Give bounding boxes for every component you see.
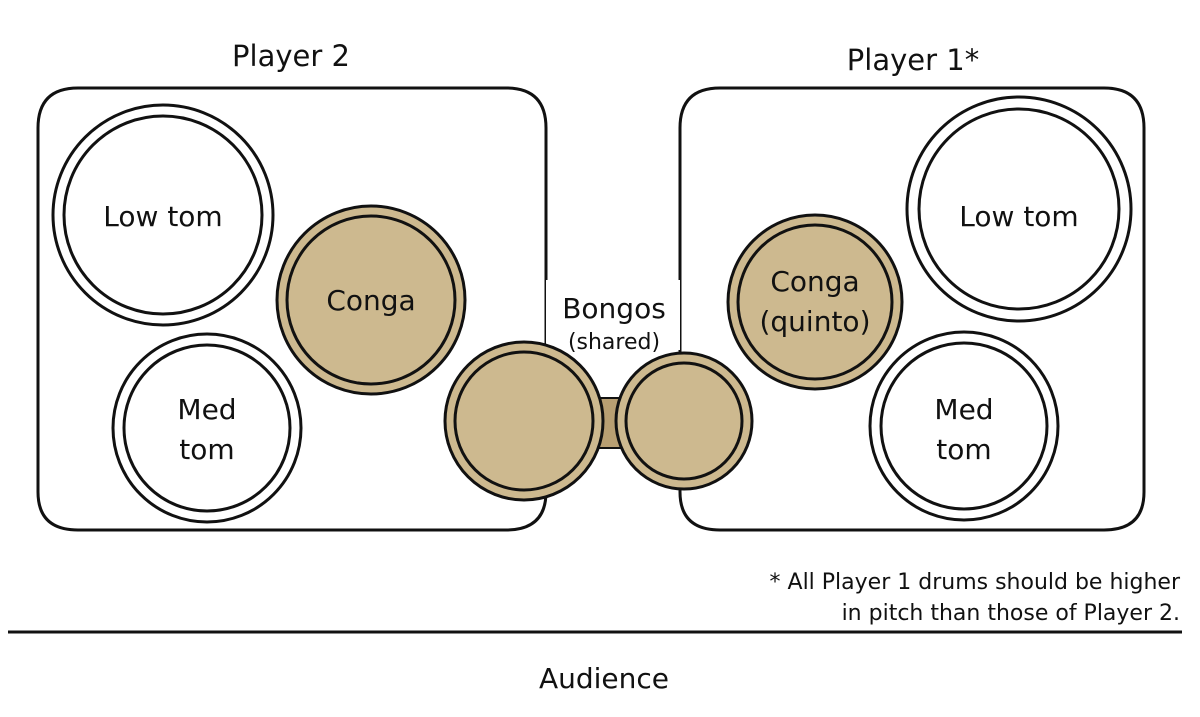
player1-conga-label-line1: Conga (770, 265, 859, 298)
footnote-line2: in pitch than those of Player 2. (842, 601, 1180, 626)
player2-med-tom: Med tom (111, 332, 303, 524)
player2-conga: Conga (275, 204, 467, 396)
bongos (443, 340, 754, 502)
player2-med-tom-label-line2: tom (179, 433, 234, 466)
audience-label: Audience (539, 662, 669, 695)
player2-med-tom-label-line1: Med (177, 393, 236, 426)
player1-med-tom-label-line1: Med (934, 393, 993, 426)
player1-low-tom: Low tom (905, 95, 1133, 323)
player1-low-tom-label: Low tom (959, 200, 1078, 233)
footnote-line1: * All Player 1 drums should be higher (770, 570, 1181, 595)
bongo-large (443, 340, 605, 502)
player1-med-tom-label-line2: tom (936, 433, 991, 466)
player1-label: Player 1* (847, 43, 979, 77)
player1-med-tom: Med tom (868, 330, 1060, 522)
player2-low-tom-label: Low tom (103, 200, 222, 233)
bongos-label: Bongos (562, 292, 666, 325)
player2-label: Player 2 (232, 39, 350, 73)
player1-conga-label-line2: (quinto) (759, 305, 870, 338)
player2-low-tom: Low tom (51, 103, 275, 327)
player1-conga-quinto: Conga (quinto) (726, 213, 904, 391)
bongo-small (614, 351, 754, 491)
player2-conga-label: Conga (326, 284, 415, 317)
bongos-sublabel: (shared) (568, 330, 660, 355)
bongos-label-bg (546, 280, 680, 350)
